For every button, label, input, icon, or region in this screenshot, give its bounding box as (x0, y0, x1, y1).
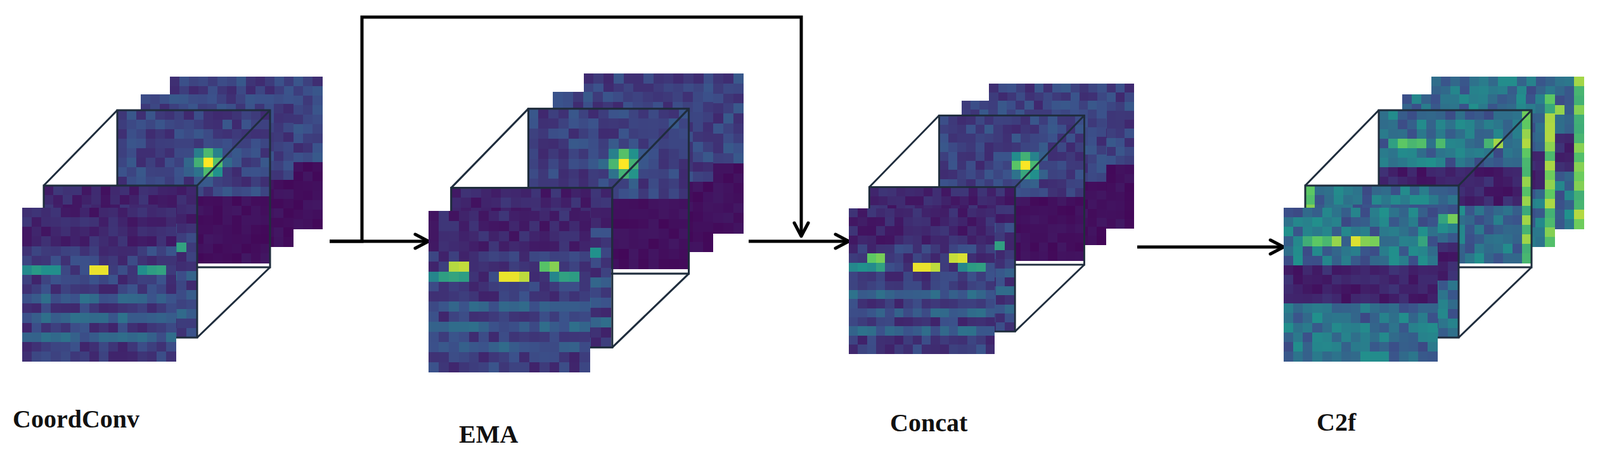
heatmap-panel (22, 207, 177, 362)
cube-edge (197, 110, 271, 186)
heatmap-panel (848, 208, 995, 355)
cube-edge (1305, 267, 1379, 338)
heatmap-panel (1305, 185, 1459, 339)
cube-edge (451, 109, 529, 189)
flow-arrow (1137, 245, 1284, 250)
cube-edge (1014, 115, 1084, 188)
cube-edge (939, 115, 1085, 265)
feature-map-stack: C2f (1283, 72, 1588, 441)
feature-map-stack: EMA (428, 69, 749, 451)
cube-edge (197, 267, 271, 338)
flow-arrow (329, 17, 802, 242)
feature-map-illustration (848, 83, 1138, 361)
heatmap-panel (451, 188, 612, 349)
feature-map-stack: Concat (848, 79, 1138, 442)
cube-edge (451, 273, 529, 349)
cube-edge (612, 109, 690, 189)
feature-map-stack: CoordConv (12, 72, 330, 441)
cube-edge (612, 273, 690, 349)
heatmap-panel (1283, 207, 1438, 362)
heatmap-panel (169, 76, 323, 230)
heatmap-panel (583, 73, 745, 234)
cube-edge (869, 264, 939, 332)
feature-map-illustration (428, 73, 749, 380)
cube-edge (528, 109, 690, 274)
cube-edge (451, 188, 613, 349)
cube-edge (43, 185, 198, 338)
flow-arrow (748, 240, 849, 244)
heatmap-panel (869, 187, 1015, 333)
cube-edge (869, 115, 939, 188)
heatmap-panel (117, 110, 271, 264)
cube-edge (1458, 267, 1532, 338)
cube-edge (869, 187, 1015, 332)
feature-map-illustration (22, 76, 327, 369)
heatmap-panel (43, 185, 197, 339)
stack-label: C2f (1316, 408, 1356, 437)
cube-edge (1458, 110, 1532, 186)
cube-edge (1014, 264, 1084, 332)
heatmap-panel (428, 211, 591, 373)
cube-edge (43, 267, 118, 338)
stack-label: EMA (458, 420, 518, 449)
heatmap-panel (1431, 76, 1585, 230)
cube-edge (43, 110, 118, 186)
cube-edge (1378, 110, 1532, 268)
cube-edge (1305, 110, 1379, 186)
cube-edge (117, 110, 271, 268)
stack-label: Concat (890, 409, 968, 438)
heatmap-panel (528, 109, 690, 271)
feature-map-illustration (1283, 76, 1588, 369)
heatmap-panel (988, 83, 1135, 229)
heatmap-panel (1378, 110, 1533, 264)
cube-edge (1305, 185, 1459, 338)
stack-label: CoordConv (12, 405, 140, 434)
heatmap-panel (939, 115, 1086, 262)
